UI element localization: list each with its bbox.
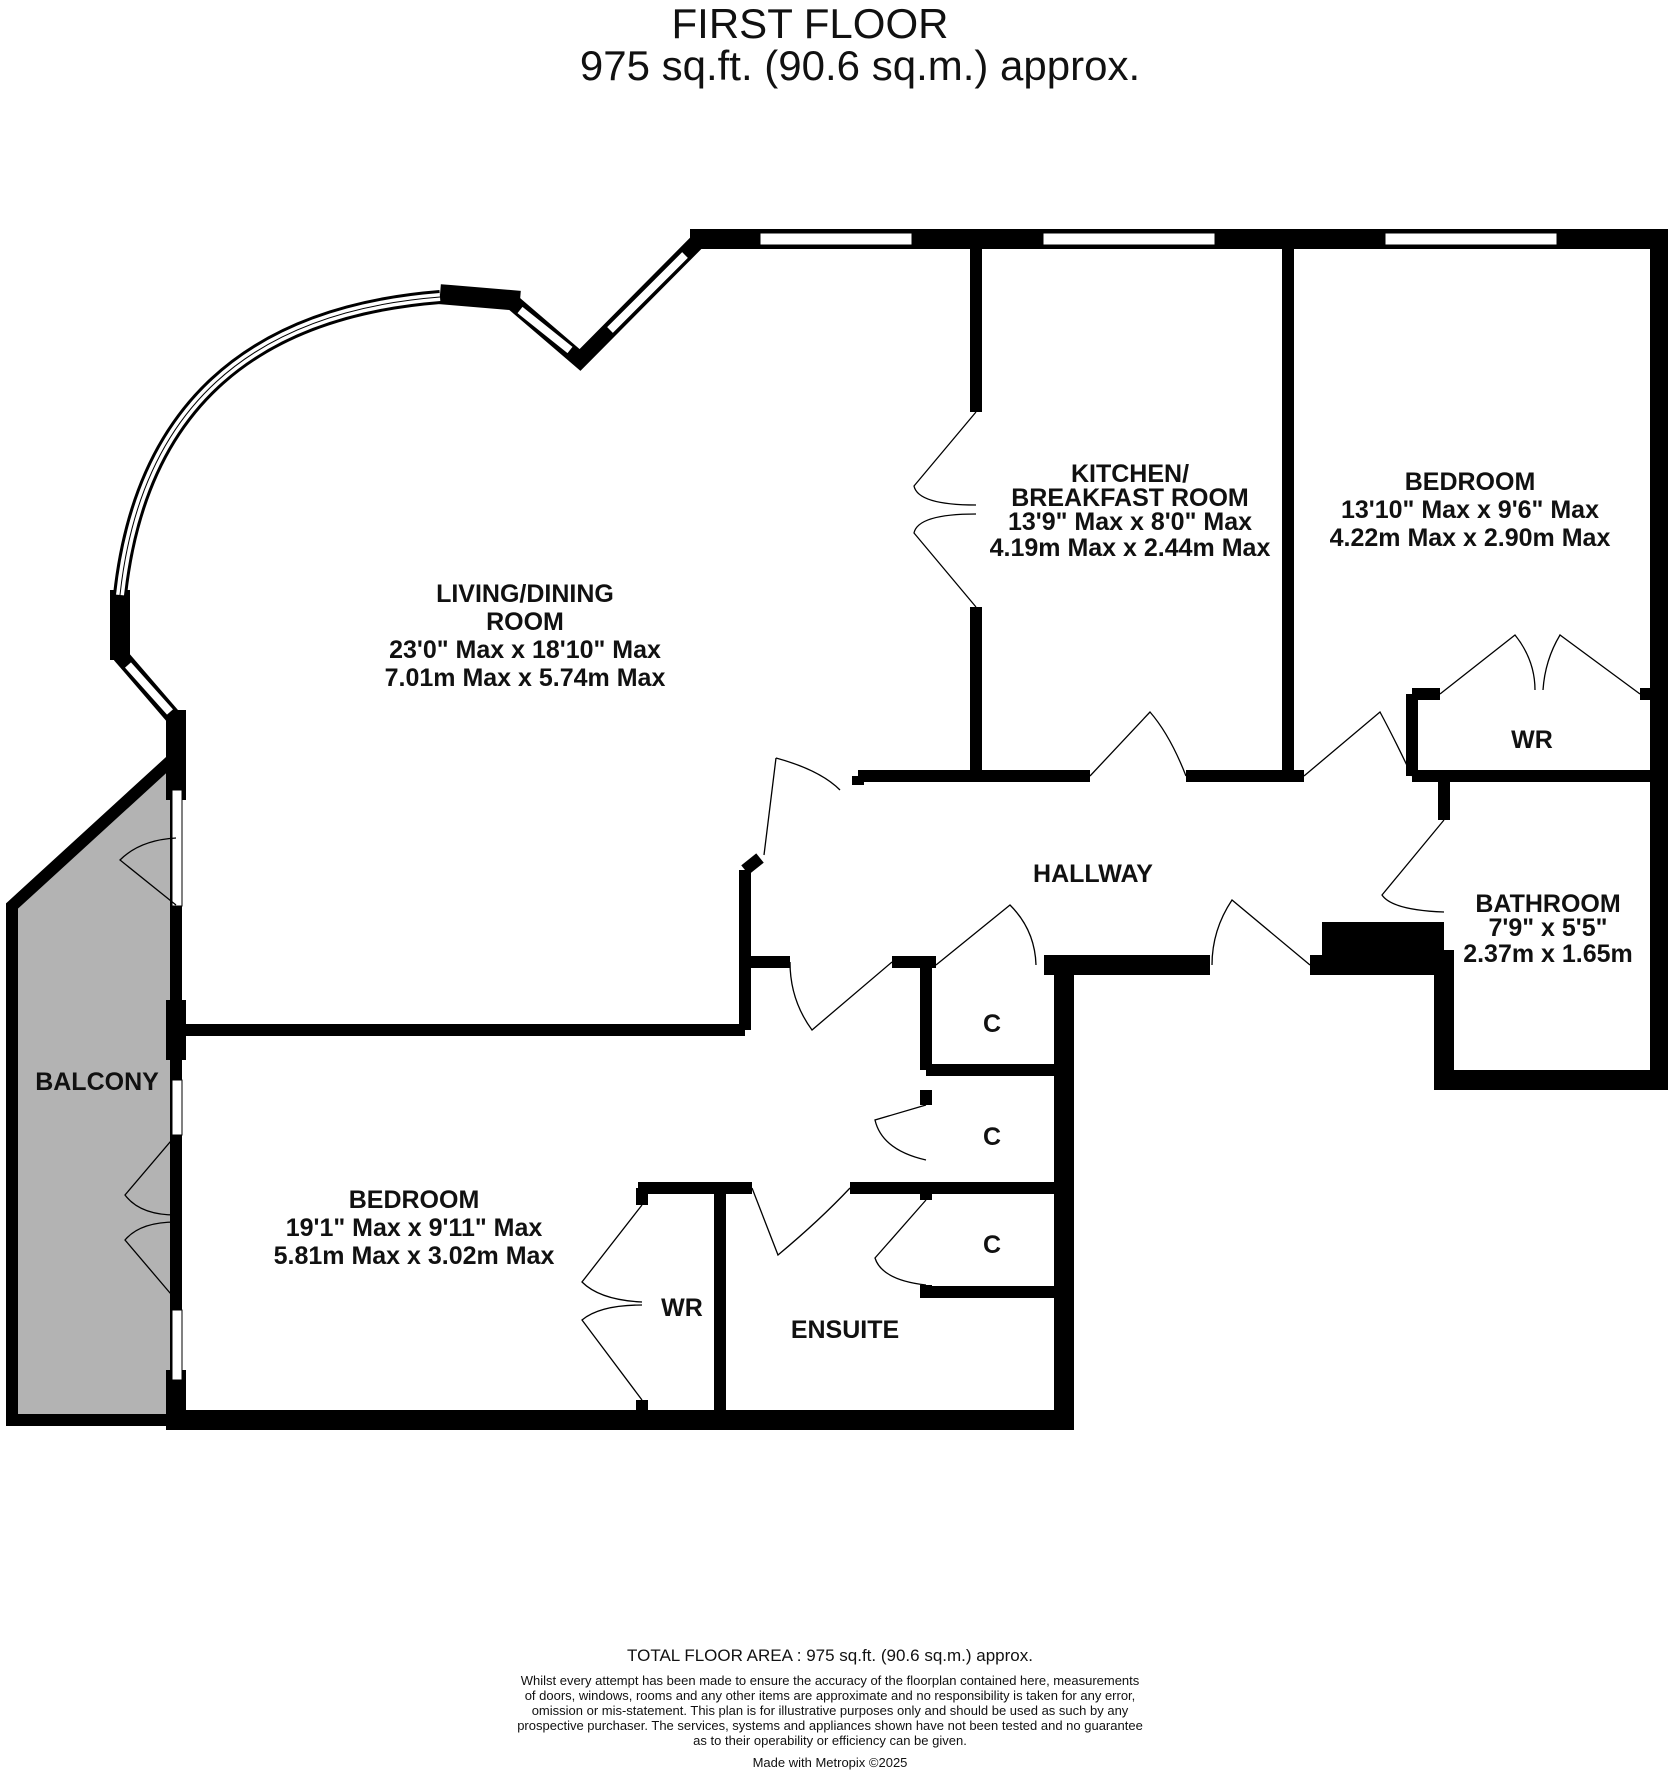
top-windows [759, 232, 1558, 246]
living-room-name-2: ROOM [486, 608, 564, 636]
floor-title: FIRST FLOOR [671, 0, 949, 47]
ensuite-label: ENSUITE [791, 1316, 899, 1344]
credit: Made with Metropix ©2025 [752, 1755, 908, 1770]
floor-area-subtitle: 975 sq.ft. (90.6 sq.m.) approx. [579, 42, 1141, 89]
total-floor-area: TOTAL FLOOR AREA : 975 sq.ft. (90.6 sq.m… [627, 1646, 1033, 1665]
kitchen-name-2: BREAKFAST ROOM [1011, 484, 1249, 512]
cupboard-1: C [983, 1010, 1001, 1038]
disclaimer-line: Whilst every attempt has been made to en… [520, 1673, 1140, 1688]
bedroom1-imperial: 13'10" Max x 9'6" Max [1341, 496, 1599, 524]
living-room-name: LIVING/DINING [436, 580, 614, 608]
cupboard-3: C [983, 1231, 1001, 1259]
interior-walls [176, 245, 1660, 1410]
bedroom1-wardrobe: WR [1511, 726, 1553, 754]
bedroom1-name: BEDROOM [1405, 468, 1536, 496]
living-room-imperial: 23'0" Max x 18'10" Max [389, 636, 661, 664]
cupboard-2: C [983, 1123, 1001, 1151]
hallway-label: HALLWAY [1033, 860, 1153, 888]
balcony-label: BALCONY [35, 1068, 159, 1096]
kitchen-name: KITCHEN/ [1071, 460, 1189, 488]
disclaimer-line: of doors, windows, rooms and any other i… [524, 1688, 1136, 1703]
bedroom2-metric: 5.81m Max x 3.02m Max [274, 1242, 555, 1270]
bathroom-name: BATHROOM [1475, 890, 1620, 918]
living-room-metric: 7.01m Max x 5.74m Max [385, 664, 666, 692]
disclaimer-line: as to their operability or efficiency ca… [693, 1733, 967, 1748]
bedroom2-name: BEDROOM [349, 1186, 480, 1214]
kitchen-imperial: 13'9" Max x 8'0" Max [1008, 508, 1252, 536]
disclaimer: Whilst every attempt has been made to en… [430, 1673, 1230, 1748]
disclaimer-line: omission or mis-statement. This plan is … [531, 1703, 1129, 1718]
bathroom-imperial: 7'9" x 5'5" [1488, 914, 1607, 942]
door-swings [119, 411, 1641, 1401]
kitchen-metric: 4.19m Max x 2.44m Max [990, 534, 1271, 562]
bedroom2-imperial: 19'1" Max x 9'11" Max [286, 1214, 543, 1242]
disclaimer-line: prospective purchaser. The services, sys… [517, 1718, 1143, 1733]
bathroom-metric: 2.37m x 1.65m [1463, 940, 1633, 968]
bedroom2-wardrobe: WR [661, 1294, 703, 1322]
bedroom1-metric: 4.22m Max x 2.90m Max [1330, 524, 1611, 552]
